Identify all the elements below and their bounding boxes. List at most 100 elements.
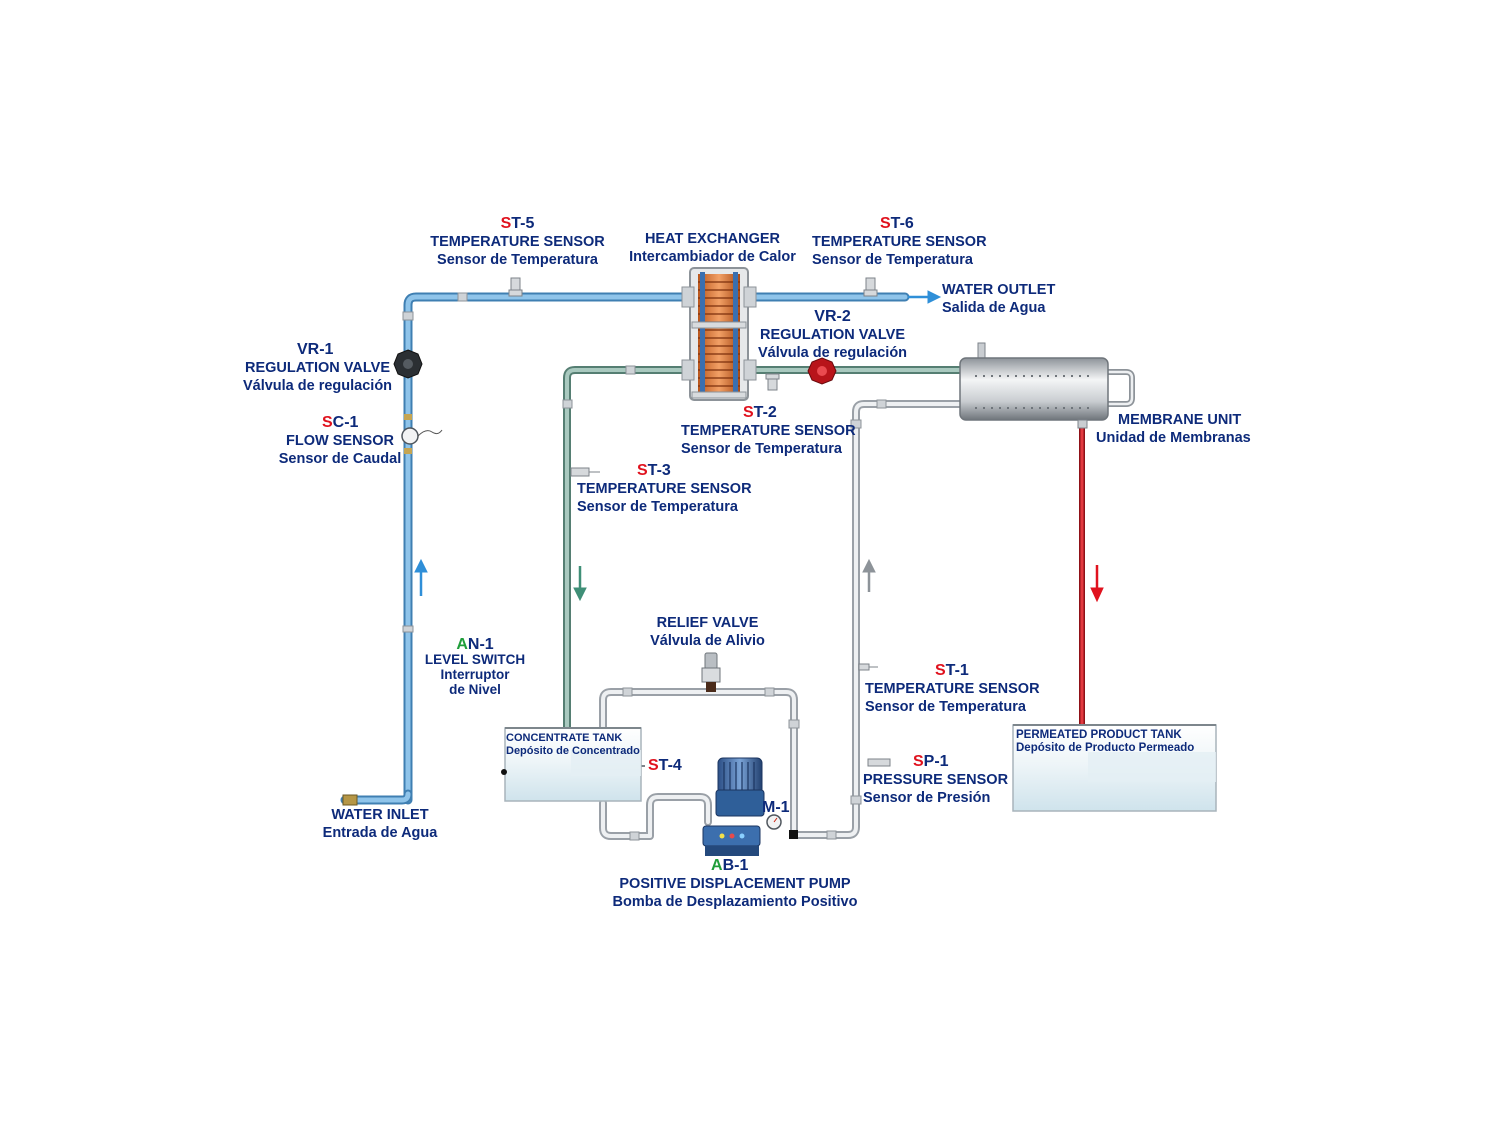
st1-prefix: S [935, 662, 946, 679]
permeate-tank-title: PERMEATED PRODUCT TANK [1016, 729, 1182, 741]
label-vr1: VR-1 REGULATION VALVE Válvula de regulac… [225, 341, 410, 395]
st6-title: TEMPERATURE SENSOR [812, 234, 987, 250]
label-st3: ST-3 TEMPERATURE SENSOR Sensor de Temper… [577, 462, 757, 516]
vr1-title: REGULATION VALVE [245, 360, 390, 376]
st3-prefix: S [637, 462, 648, 479]
vr1-code: VR-1 [297, 341, 334, 358]
st5-prefix: S [500, 215, 512, 232]
cold-water-line [340, 292, 910, 805]
flow-arrow-right-blue [908, 290, 942, 304]
flow-arrow-up-grey [862, 558, 876, 592]
membrane-unit [959, 342, 1135, 429]
relief-subtitle: Válvula de Alivio [650, 633, 765, 649]
st1-subtitle: Sensor de Temperatura [865, 699, 1026, 715]
label-membrane-unit: MEMBRANE UNIT Unidad de Membranas [1096, 411, 1251, 447]
heat-exchanger-title: HEAT EXCHANGER [644, 231, 781, 247]
flow-arrow-down-green [573, 566, 587, 602]
st3-code: T-3 [647, 462, 671, 479]
sp1-code: P-1 [923, 753, 949, 770]
label-st2: ST-2 TEMPERATURE SENSOR Sensor de Temper… [681, 404, 861, 458]
regulation-valve-vr2 [807, 357, 837, 385]
heat-exchanger [681, 267, 757, 401]
label-st5: ST-5 TEMPERATURE SENSOR Sensor de Temper… [425, 215, 610, 269]
st2-subtitle: Sensor de Temperatura [681, 441, 842, 457]
relief-title: RELIEF VALVE [656, 615, 759, 631]
permeated-product-tank [1012, 724, 1217, 812]
st4-code: T-4 [658, 757, 682, 774]
label-st1: ST-1 TEMPERATURE SENSOR Sensor de Temper… [865, 662, 1045, 716]
concentrate-tank [501, 727, 642, 802]
concentrate-line [563, 366, 964, 732]
flow-arrow-down-red [1090, 565, 1104, 603]
vr2-title: REGULATION VALVE [760, 327, 905, 343]
st1-code: T-1 [945, 662, 969, 679]
membrane-subtitle: Unidad de Membranas [1096, 430, 1251, 446]
st5-code: T-5 [511, 215, 535, 232]
concentrate-tank-subtitle: Depósito de Concentrado [506, 745, 640, 757]
label-concentrate-tank: CONCENTRATE TANK Depósito de Concentrado [506, 732, 640, 758]
temperature-sensor-st2 [765, 373, 780, 391]
temperature-sensor-st5 [508, 277, 523, 297]
st5-subtitle: Sensor de Temperatura [437, 252, 598, 268]
st6-prefix: S [880, 215, 891, 232]
label-an1: AN-1 LEVEL SWITCH Interruptor de Nivel [420, 636, 530, 698]
water-outlet-title: WATER OUTLET [942, 282, 1056, 298]
concentrate-tank-title: CONCENTRATE TANK [506, 732, 623, 744]
an1-code: N-1 [467, 636, 494, 653]
st2-code: T-2 [753, 404, 777, 421]
pressure-sensor-sp1 [867, 758, 891, 767]
vr2-code: VR-2 [814, 308, 851, 325]
ab1-code: B-1 [722, 857, 749, 874]
heat-exchanger-subtitle: Intercambiador de Calor [629, 249, 796, 265]
water-inlet-subtitle: Entrada de Agua [322, 825, 438, 841]
label-ab1: AB-1 POSITIVE DISPLACEMENT PUMP Bomba de… [595, 857, 875, 911]
regulation-valve-vr1 [393, 349, 423, 379]
an1-prefix: A [456, 636, 468, 653]
vr2-subtitle: Válvula de regulación [757, 345, 908, 361]
label-sc1: SC-1 FLOW SENSOR Sensor de Caudal [270, 414, 410, 468]
m1-code: M-1 [762, 799, 790, 816]
label-vr2: VR-2 REGULATION VALVE Válvula de regulac… [745, 308, 920, 362]
label-relief-valve: RELIEF VALVE Válvula de Alivio [630, 614, 785, 650]
sc1-title: FLOW SENSOR [286, 433, 394, 449]
temperature-sensor-st3 [570, 467, 600, 477]
label-m1: M-1 [762, 799, 790, 817]
vr1-subtitle: Válvula de regulación [242, 378, 393, 394]
sp1-subtitle: Sensor de Presión [863, 790, 991, 806]
membrane-title: MEMBRANE UNIT [1118, 412, 1242, 428]
flow-sensor-sc1 [401, 414, 443, 454]
sc1-prefix: S [322, 414, 333, 431]
sp1-prefix: S [913, 753, 924, 770]
label-st6: ST-6 TEMPERATURE SENSOR Sensor de Temper… [812, 215, 992, 269]
an1-subtitle-2: de Nivel [449, 682, 501, 697]
st2-title: TEMPERATURE SENSOR [681, 423, 856, 439]
st1-title: TEMPERATURE SENSOR [865, 681, 1040, 697]
ab1-prefix: A [711, 857, 723, 874]
st5-title: TEMPERATURE SENSOR [430, 234, 605, 250]
sp1-title: PRESSURE SENSOR [863, 772, 1009, 788]
label-permeate-tank: PERMEATED PRODUCT TANK Depósito de Produ… [1016, 729, 1194, 755]
sc1-code: C-1 [332, 414, 359, 431]
flow-arrow-up-blue [414, 558, 428, 596]
st3-subtitle: Sensor de Temperatura [577, 499, 738, 515]
sc1-subtitle: Sensor de Caudal [278, 451, 402, 467]
label-sp1: SP-1 PRESSURE SENSOR Sensor de Presión [863, 753, 1013, 807]
st2-prefix: S [743, 404, 754, 421]
pipe-fittings [402, 292, 887, 841]
st6-subtitle: Sensor de Temperatura [812, 252, 973, 268]
label-water-outlet: WATER OUTLET Salida de Agua [942, 281, 1055, 317]
st6-code: T-6 [890, 215, 914, 232]
label-heat-exchanger: HEAT EXCHANGER Intercambiador de Calor [615, 230, 810, 266]
permeate-tank-subtitle: Depósito de Producto Permeado [1016, 742, 1195, 754]
inlet-connector [342, 794, 358, 806]
label-st4: ST-4 [648, 757, 682, 775]
positive-displacement-pump [702, 757, 798, 856]
ab1-title: POSITIVE DISPLACEMENT PUMP [619, 876, 851, 892]
st3-title: TEMPERATURE SENSOR [577, 481, 752, 497]
temperature-sensor-st6 [863, 277, 878, 297]
an1-title: LEVEL SWITCH [424, 652, 526, 667]
pressure-line [599, 400, 964, 840]
relief-valve [701, 652, 721, 692]
ab1-subtitle: Bomba de Desplazamiento Positivo [612, 894, 858, 910]
